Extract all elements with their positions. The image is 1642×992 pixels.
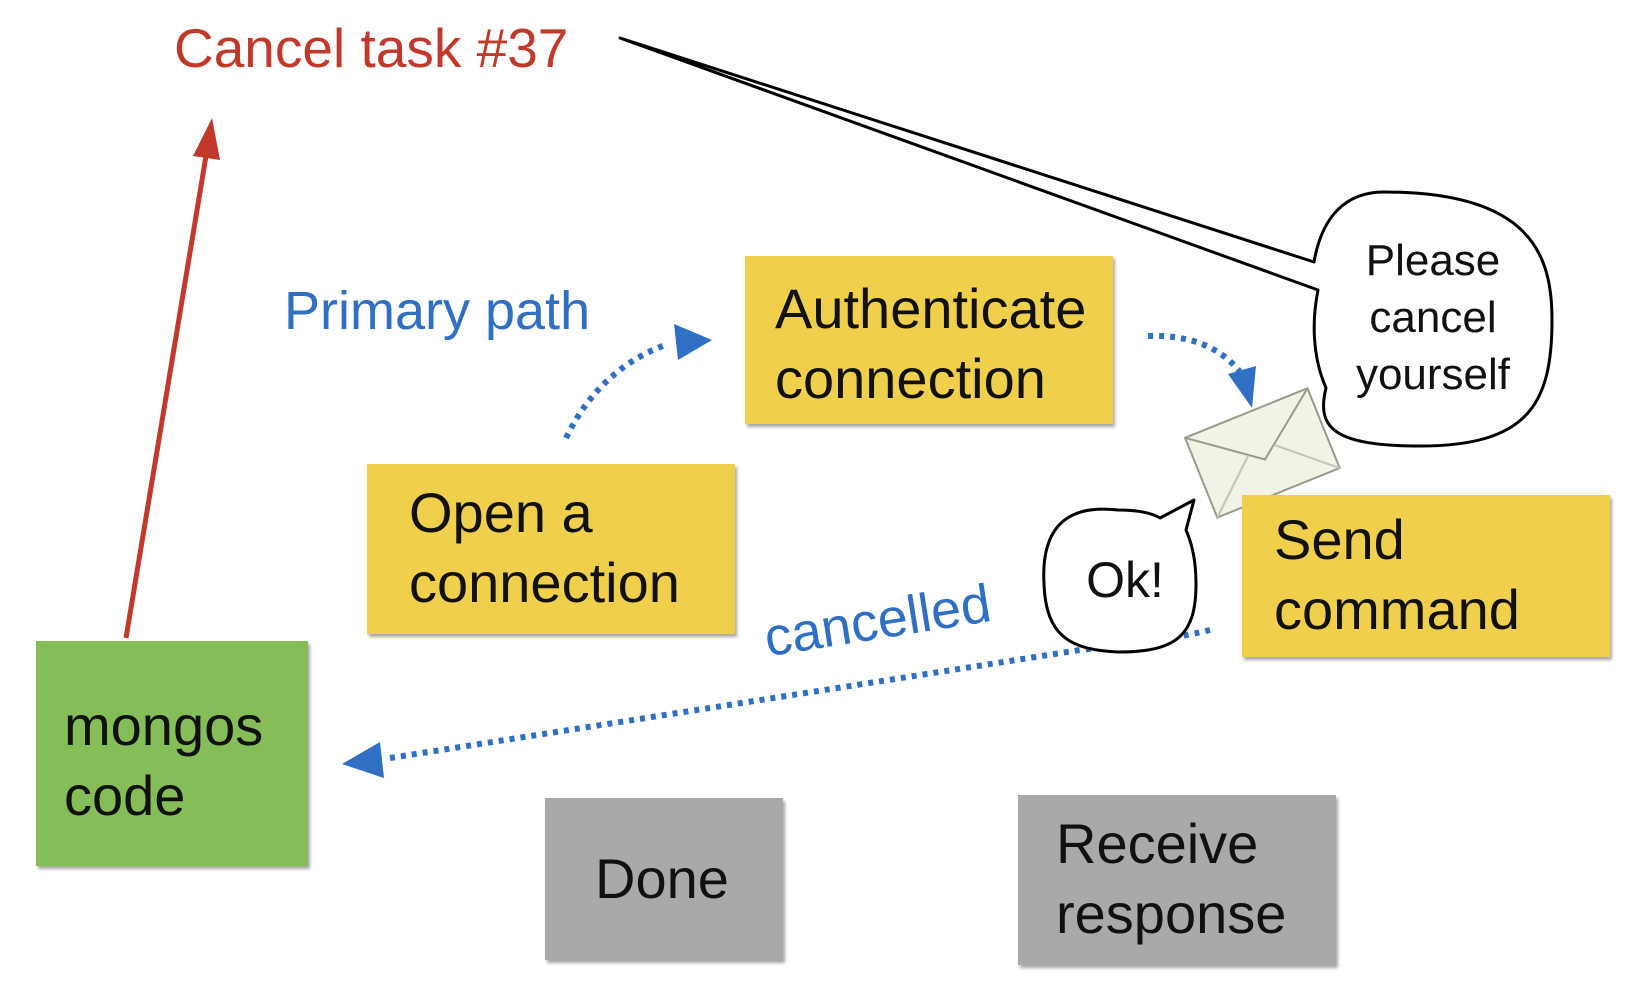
ok-bubble: [1042, 498, 1198, 654]
node-mongos-code-line-1: mongos: [64, 694, 264, 757]
primary-path-arrow-2: [1147, 332, 1243, 374]
ok-text: Ok!: [1086, 552, 1164, 608]
node-authenticate-line-2: connection: [775, 347, 1046, 410]
cancel-arrow-head: [193, 118, 220, 160]
node-receive-response-line-1: Receive: [1056, 812, 1259, 875]
please-cancel-line-2: cancel: [1369, 293, 1497, 342]
node-authenticate-connection: Authenticate connection: [745, 256, 1113, 424]
node-done-line-1: Done: [595, 847, 729, 910]
primary-path-arrow-1-head: [674, 324, 712, 360]
node-send-command-line-1: Send: [1274, 508, 1405, 571]
node-open-connection: Open a connection: [367, 464, 735, 634]
please-cancel-bubble: [618, 36, 1554, 448]
node-authenticate-line-1: Authenticate: [775, 277, 1087, 340]
please-cancel-line-1: Please: [1365, 236, 1501, 285]
node-open-connection-line-2: connection: [409, 551, 680, 614]
node-receive-response: Receive response: [1018, 795, 1336, 965]
primary-path-arrow-1: [563, 341, 669, 440]
cancelled-arrow-head: [342, 742, 384, 778]
node-send-command-line-2: command: [1274, 578, 1520, 641]
node-open-connection-line-1: Open a: [409, 481, 593, 544]
node-mongos-code-line-2: code: [64, 764, 186, 827]
node-send-command: Send command: [1242, 495, 1610, 657]
primary-path-label: Primary path: [284, 281, 591, 341]
node-receive-response-line-2: response: [1056, 882, 1287, 945]
node-done: Done: [545, 798, 783, 960]
envelope-icon: [1183, 387, 1341, 519]
cancel-task-label: Cancel task #37: [174, 17, 569, 79]
please-cancel-text: Please cancel yourself: [1328, 232, 1538, 403]
cancel-arrow: [123, 149, 210, 639]
node-mongos-code: mongos code: [36, 641, 308, 866]
please-cancel-line-3: yourself: [1355, 350, 1511, 399]
primary-path-arrow-2-head: [1228, 366, 1256, 408]
